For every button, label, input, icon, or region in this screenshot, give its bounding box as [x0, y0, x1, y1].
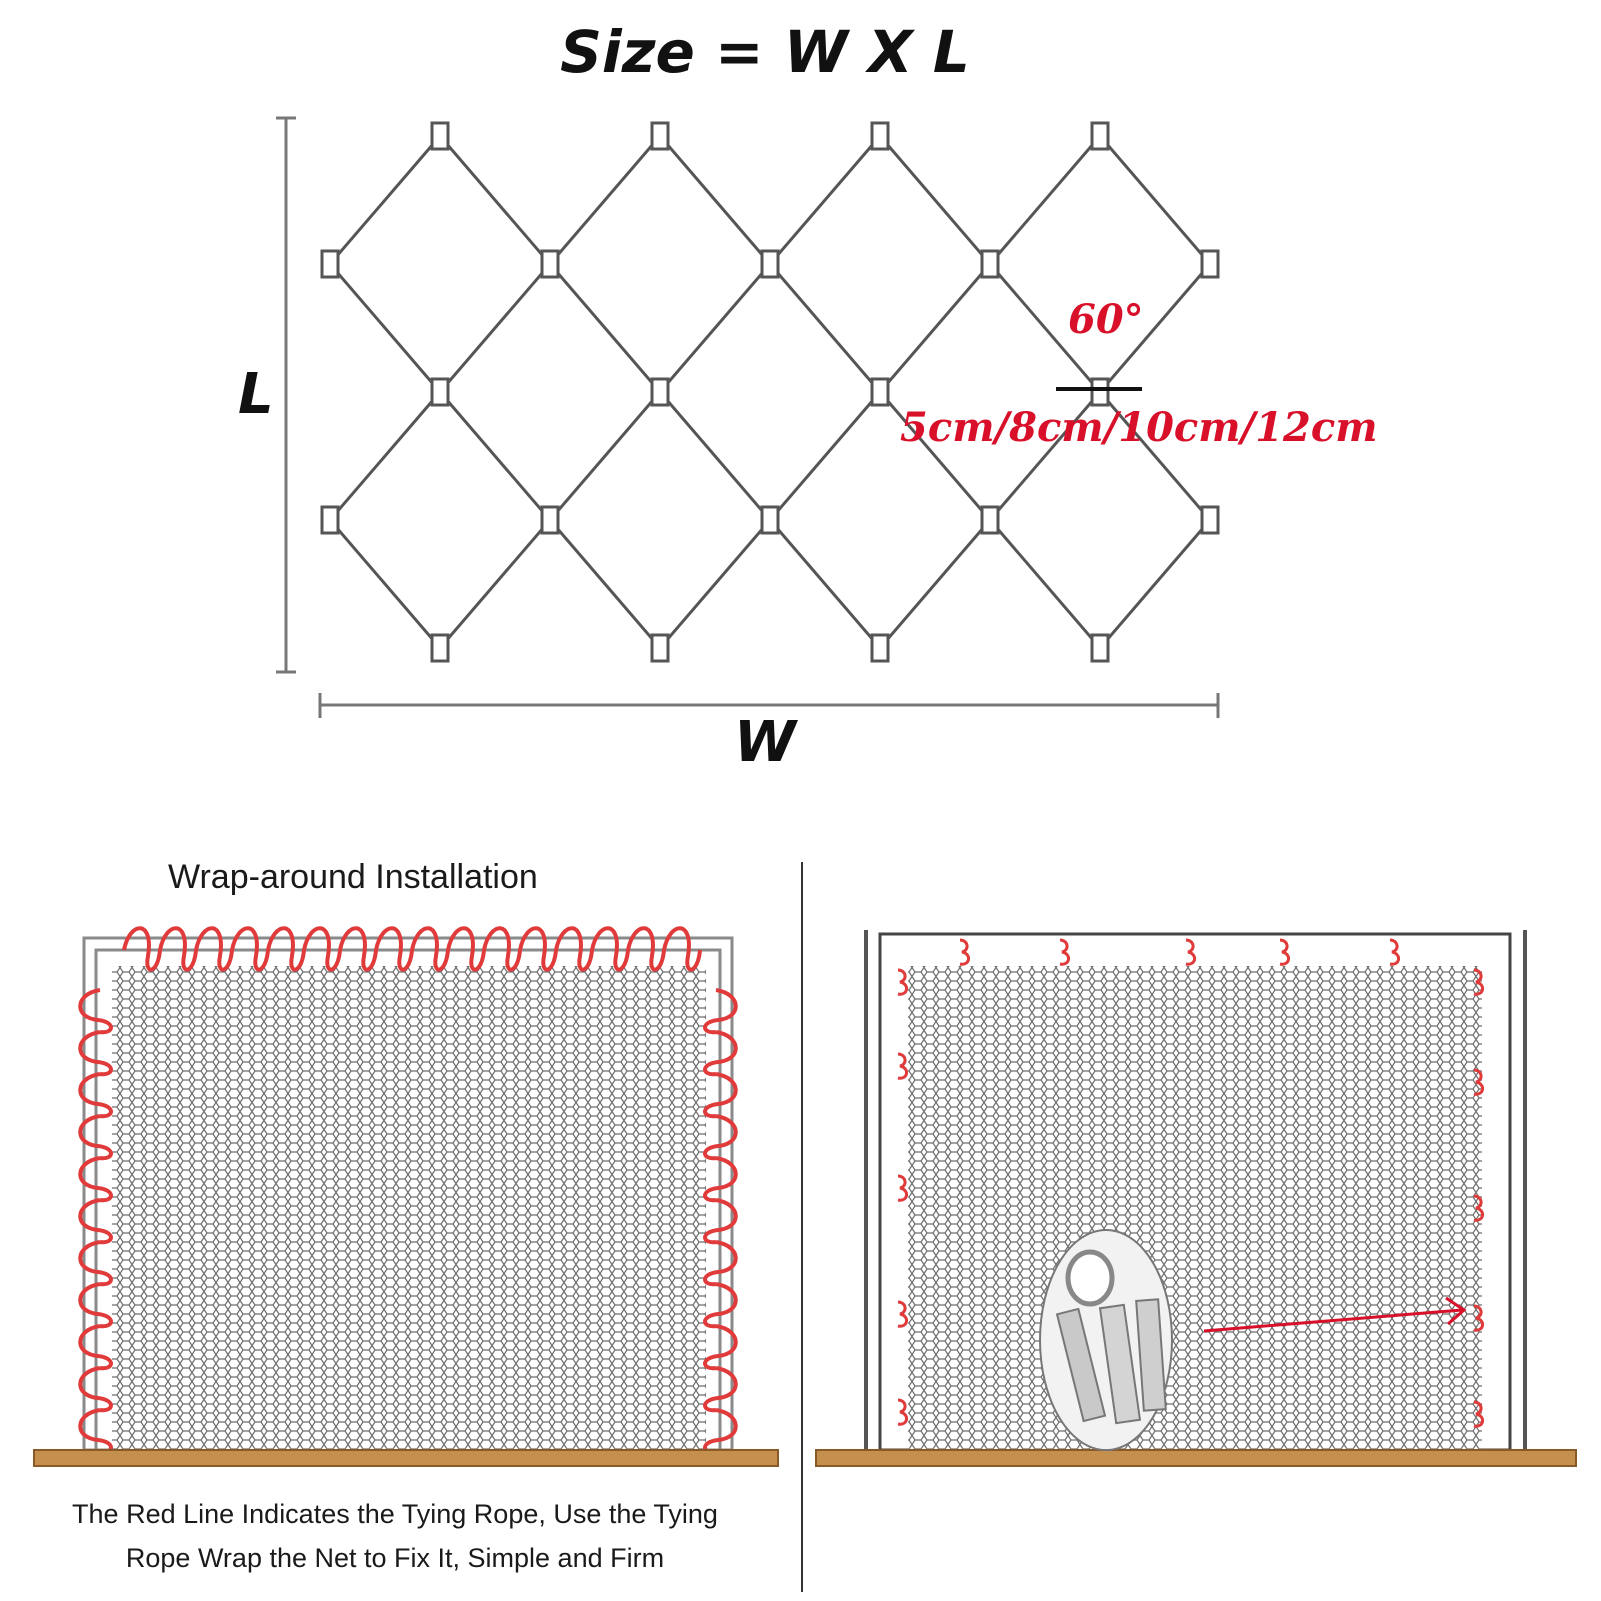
ferrule-node	[1090, 633, 1110, 663]
ferrule-node	[760, 505, 780, 535]
length-dimension-line	[276, 116, 296, 674]
mesh-wire	[878, 391, 992, 521]
wrap-installation-left	[33, 926, 779, 1467]
ferrule-node	[1200, 249, 1220, 279]
rope-clip-top	[1279, 938, 1290, 966]
rope-clip-top	[1389, 938, 1400, 966]
clip-installation-right	[815, 930, 1577, 1467]
ferrule-node	[430, 121, 450, 151]
rope-clip-left	[897, 1174, 908, 1202]
ferrule-node	[430, 633, 450, 663]
width-dimension-line	[318, 693, 1220, 718]
mesh-wire	[1098, 135, 1212, 265]
mesh-wire	[548, 135, 662, 265]
mesh-wire	[658, 519, 772, 649]
ferrule-node	[320, 505, 340, 535]
rope-clip-top	[1185, 938, 1196, 966]
ferrule-node	[870, 377, 890, 407]
mesh-wire	[768, 519, 882, 649]
ferrule-node	[1200, 505, 1220, 535]
mesh-wire	[438, 135, 552, 265]
rope-clip-right	[1473, 1400, 1484, 1428]
width-label: W	[734, 710, 796, 775]
rope-clip-left	[897, 1052, 908, 1080]
rope-clip-right	[1473, 1304, 1484, 1332]
mesh-wire	[768, 263, 882, 393]
rope-clips-right	[897, 938, 1484, 1428]
pointer-arrow	[1203, 1296, 1467, 1333]
ferrule-node	[1090, 377, 1110, 407]
caption-line-1: The Red Line Indicates the Tying Rope, U…	[72, 1499, 718, 1529]
mesh-wire	[438, 391, 552, 521]
angle-label: 60°	[1068, 296, 1144, 343]
ferrule-node	[430, 377, 450, 407]
mesh-wire	[768, 135, 882, 265]
ferrule-node	[1090, 121, 1110, 151]
mesh-wire	[328, 263, 442, 393]
mesh-wire	[1098, 391, 1212, 521]
mesh-wire	[658, 263, 772, 393]
mesh-wire	[438, 263, 552, 393]
ferrule-node	[320, 249, 340, 279]
page-title: Size = W X L	[560, 18, 970, 86]
mesh-wire	[438, 519, 552, 649]
mesh-wire	[548, 391, 662, 521]
ferrule-node	[870, 633, 890, 663]
mesh-wire	[328, 135, 442, 265]
mesh-wire	[328, 391, 442, 521]
mesh-wire	[1098, 519, 1212, 649]
tying-rope-left	[78, 926, 738, 1455]
ferrule-node	[760, 249, 780, 279]
ground-left	[33, 1449, 779, 1467]
rope-clip-left	[897, 1300, 908, 1328]
rope-clip-top	[959, 938, 970, 966]
mesh-wire	[988, 519, 1102, 649]
ferrule-node	[870, 121, 890, 151]
rope-clip-right	[1473, 1194, 1484, 1222]
caption-line-2: Rope Wrap the Net to Fix It, Simple and …	[125, 1543, 665, 1573]
mesh-wire	[768, 391, 882, 521]
ferrule-node	[540, 505, 560, 535]
net-panel-right	[908, 966, 1482, 1450]
mesh-wire	[988, 135, 1102, 265]
rope-clip-right	[1473, 968, 1484, 996]
mesh-wire	[988, 263, 1102, 393]
ferrule-node	[980, 505, 1000, 535]
ground-right	[815, 1449, 1577, 1467]
mesh-wire	[548, 519, 662, 649]
rope-clip-top	[1059, 938, 1070, 966]
aperture-size-label: 5cm/8cm/10cm/12cm	[900, 404, 1378, 451]
mesh-lines	[328, 135, 1212, 649]
mesh-wire	[878, 135, 992, 265]
mesh-ferrules	[320, 121, 1220, 663]
ferrule-node	[650, 121, 670, 151]
rope-clip-left	[897, 1398, 908, 1426]
length-label: L	[238, 362, 274, 427]
mesh-wire	[328, 519, 442, 649]
ferrule-node	[650, 377, 670, 407]
wrap-installation-title: Wrap-around Installation	[168, 858, 538, 896]
mesh-wire	[658, 135, 772, 265]
net-panel-left	[112, 966, 706, 1450]
rope-clip-right	[1473, 1068, 1484, 1096]
mesh-wire	[878, 263, 992, 393]
mesh-wire	[878, 519, 992, 649]
mesh-wire	[1098, 263, 1212, 393]
mesh-wire	[548, 263, 662, 393]
mesh-wire	[988, 391, 1102, 521]
ferrule-clip-image	[1039, 1229, 1173, 1451]
rope-clip-left	[897, 968, 908, 996]
ferrule-node	[650, 633, 670, 663]
mesh-wire	[658, 391, 772, 521]
installation-caption: The Red Line Indicates the Tying Rope, U…	[20, 1492, 770, 1580]
ferrule-node	[540, 249, 560, 279]
ferrule-node	[980, 249, 1000, 279]
